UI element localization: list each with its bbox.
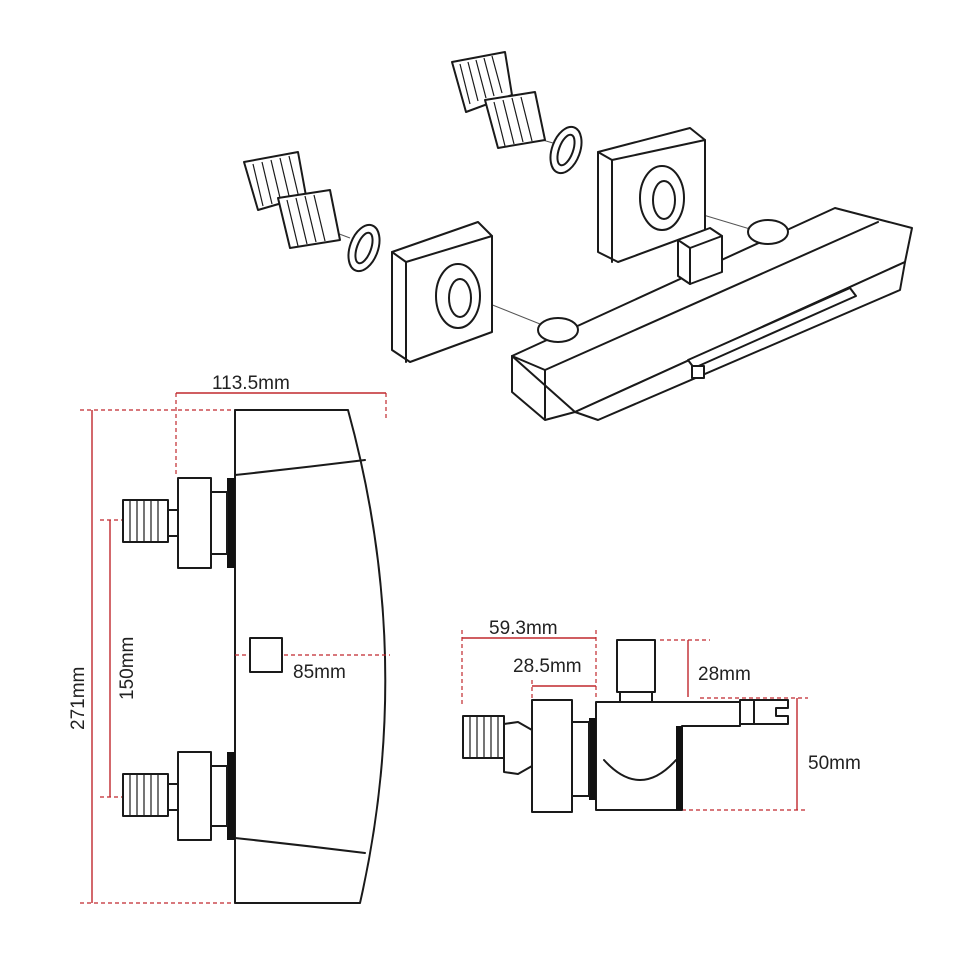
body-front xyxy=(234,409,387,904)
dim-body-height-label: 50mm xyxy=(808,753,861,774)
mixer-body-isometric xyxy=(511,207,913,421)
diverter-knob-front xyxy=(249,637,283,673)
dim-inlet-spacing-label: 150mm xyxy=(117,637,138,700)
exploded-view xyxy=(243,51,913,421)
dim-depth-label: 59.3mm xyxy=(489,618,558,639)
dim-flange-label: 28.5mm xyxy=(513,656,582,677)
square-flange-upper xyxy=(597,127,706,263)
shower-outlet-stub xyxy=(691,365,705,379)
dim-width-label: 113.5mm xyxy=(212,373,290,394)
dim-center-label: 85mm xyxy=(293,662,346,683)
inlet-fitting-top xyxy=(122,477,235,569)
shower-outlet-side xyxy=(753,699,789,725)
flange-side xyxy=(531,699,573,813)
body-seam-bottom xyxy=(234,837,366,854)
square-flange-lower xyxy=(391,221,493,363)
diverter-knob-side xyxy=(616,639,656,693)
eccentric-connector-upper xyxy=(451,51,546,149)
side-view: 59.3mm 28.5mm 28mm 50mm xyxy=(461,618,861,813)
front-view: 113.5mm 271mm 150mm 85mm xyxy=(68,373,390,904)
inlet-boss-right xyxy=(747,219,789,245)
dim-height-label: 271mm xyxy=(68,667,89,730)
dim-knob-label: 28mm xyxy=(698,664,751,685)
eccentric-connector-lower xyxy=(243,151,341,249)
body-side xyxy=(462,639,789,813)
inlet-fitting-bottom xyxy=(122,751,235,841)
body-seam-top xyxy=(234,459,366,476)
inlet-boss-left xyxy=(537,317,579,343)
